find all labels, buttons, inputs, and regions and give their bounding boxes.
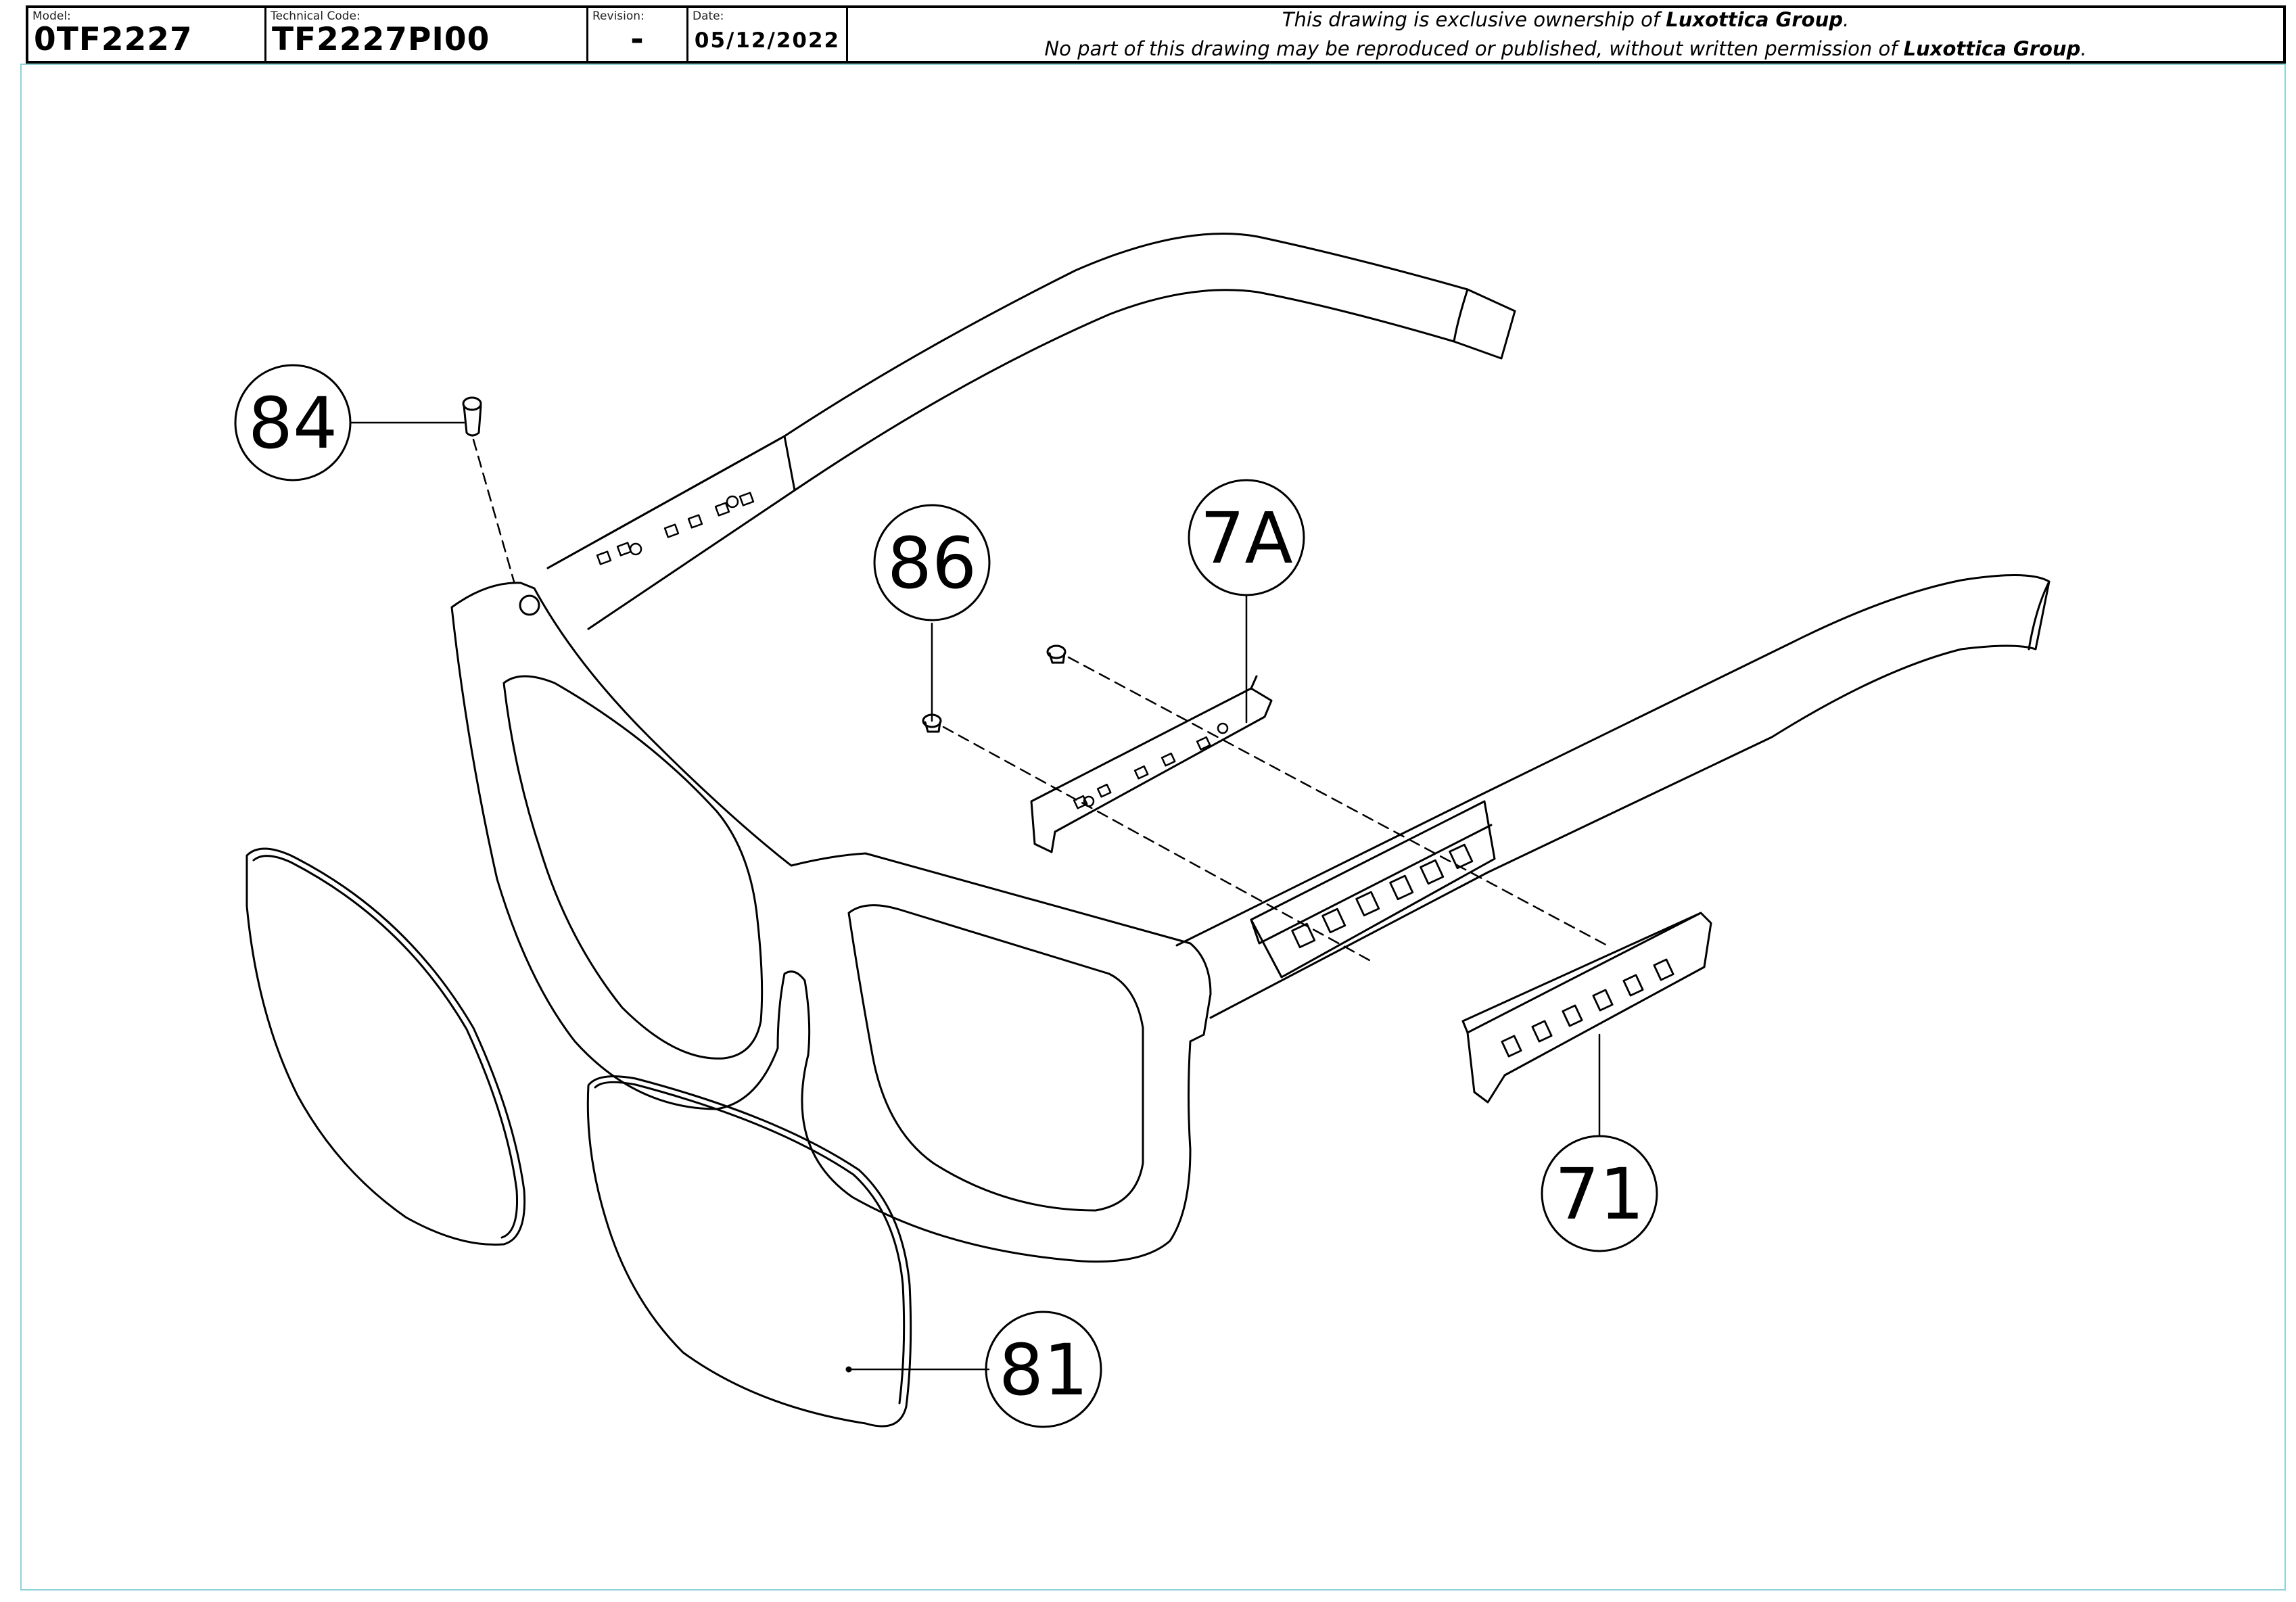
notice-line-2-company: Luxottica Group — [1903, 37, 2081, 60]
technical-code-value: TF2227PI00 — [272, 21, 490, 58]
revision-value: - — [630, 21, 645, 58]
drawing-border — [20, 64, 2286, 1591]
callout-84: 84 — [248, 382, 337, 465]
notice-line-1-company: Luxottica Group — [1666, 8, 1843, 31]
assembly-lines — [942, 656, 1611, 962]
revision-cell: Revision: - — [588, 8, 688, 61]
callout-71: 71 — [1555, 1153, 1644, 1235]
date-value: 05/12/2022 — [694, 28, 841, 53]
notice-line-2: No part of this drawing may be reproduce… — [1044, 34, 2086, 64]
part-7a-plate — [1030, 675, 1273, 853]
ownership-notice: This drawing is exclusive ownership of L… — [848, 8, 2283, 61]
model-cell: Model: 0TF2227 — [28, 8, 266, 61]
model-label: Model: — [32, 9, 71, 23]
callout-86: 86 — [887, 522, 977, 605]
part-84-screw — [462, 396, 540, 616]
notice-line-1-prefix: This drawing is exclusive ownership of — [1282, 8, 1666, 31]
callout-81: 81 — [999, 1329, 1088, 1411]
notice-line-2-prefix: No part of this drawing may be reproduce… — [1044, 37, 1904, 60]
callout-81-circle — [985, 1311, 1102, 1428]
notice-line-2-suffix: . — [2080, 37, 2087, 60]
front-frame — [450, 582, 1212, 1263]
callout-7a: 7A — [1200, 497, 1292, 580]
callout-86-circle — [873, 504, 991, 621]
notice-line-1-suffix: . — [1842, 8, 1850, 31]
revision-label: Revision: — [592, 9, 645, 23]
part-71-plate — [1461, 912, 1712, 1104]
date-label: Date: — [693, 9, 724, 23]
leader-81-dot — [845, 1366, 852, 1373]
technical-code-cell: Technical Code: TF2227PI00 — [266, 8, 588, 61]
lens-left — [245, 847, 526, 1246]
far-temple — [546, 233, 1516, 630]
lens-right — [586, 1075, 912, 1428]
part-86-screws — [922, 644, 1067, 733]
model-value: 0TF2227 — [34, 21, 193, 58]
callout-71-circle — [1541, 1135, 1658, 1252]
date-cell: Date: 05/12/2022 — [688, 8, 848, 61]
technical-code-label: Technical Code: — [271, 9, 360, 23]
callout-84-circle — [234, 364, 352, 481]
callout-7a-circle — [1188, 479, 1305, 596]
notice-line-1: This drawing is exclusive ownership of L… — [1282, 5, 1849, 34]
near-temple — [1175, 574, 2051, 1019]
title-block: Model: 0TF2227 Technical Code: TF2227PI0… — [26, 5, 2286, 64]
